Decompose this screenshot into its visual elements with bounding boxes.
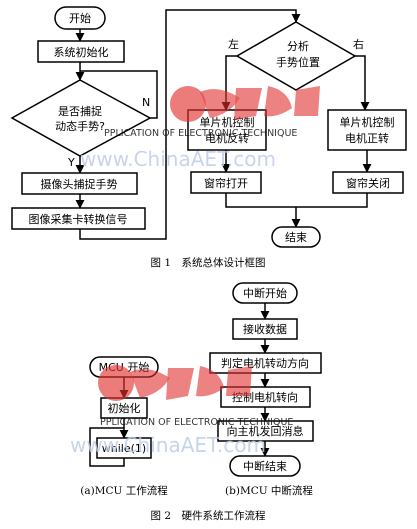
end-terminal (271, 226, 321, 248)
interrupt-end-terminal (229, 455, 301, 477)
analysis-label-1: 分析 (287, 39, 309, 53)
figure-2a: MCU 开始 初始化 while(1) (a)MCU 工作流程 (80, 356, 168, 497)
figure-1-caption: 图 1 系统总体设计框图 (150, 256, 265, 269)
watermark-url-bottom: www.ChinaAET.com (70, 433, 266, 457)
figure-2a-caption: (a)MCU 工作流程 (80, 484, 168, 497)
motor-reverse-box (187, 109, 267, 151)
mcu-init-label: 初始化 (108, 401, 141, 415)
yes-label: Y (67, 156, 75, 169)
motor-forward-label-1: 单片机控制 (340, 115, 395, 129)
convert-label: 图像采集卡转换信号 (29, 212, 128, 226)
watermark-bottom: PPLICATION OF ELECTRONIC TECHNIQUE www.C… (70, 365, 293, 457)
capture-label: 摄像头捕捉手势 (41, 177, 118, 191)
decision-label-2: 动态手势? (55, 119, 105, 133)
close-label: 窗帘关闭 (346, 176, 390, 190)
init-box (37, 40, 125, 63)
motor-reverse-label-2: 电机反转 (205, 131, 249, 145)
watermark-seal-icon (170, 86, 206, 122)
init-label: 系统初始化 (54, 45, 109, 59)
start-label: 开始 (69, 11, 91, 25)
interrupt-start-label: 中断开始 (243, 286, 287, 300)
figure-1: 开始 系统初始化 是否捕捉 动态手势? N Y 摄像头捕捉手势 图像采集卡转换信… (10, 6, 407, 269)
right-label: 右 (353, 37, 364, 51)
interrupt-end-label: 中断结束 (243, 459, 287, 473)
watermark-seal-icon-2 (98, 365, 134, 401)
report-label: 向主机发回消息 (227, 424, 304, 438)
analysis-label-2: 手势位置 (276, 55, 320, 69)
watermark-url-top: www.ChinaAET.com (80, 147, 276, 171)
motor-forward-box (327, 109, 407, 151)
judge-label: 判定电机转动方向 (221, 356, 309, 370)
capture-decision (10, 79, 152, 157)
end-label: 结束 (285, 231, 307, 244)
watermark-english-top: PPLICATION OF ELECTRONIC TECHNIQUE (104, 128, 297, 139)
convert-box (11, 207, 146, 230)
close-box (332, 171, 404, 194)
left-label: 左 (228, 38, 239, 51)
decision-label-1: 是否捕捉 (58, 104, 102, 118)
figure-2-caption: 图 2 硬件系统工作流程 (150, 509, 266, 522)
loop-label: while(1) (102, 442, 146, 455)
watermark-top: PPLICATION OF ELECTRONIC TECHNIQUE www.C… (80, 86, 320, 171)
motor-forward-label-2: 电机正转 (345, 131, 389, 145)
open-label: 窗帘打开 (204, 176, 248, 190)
receive-label: 接收数据 (243, 322, 287, 336)
watermark-english-bottom: PPLICATION OF ELECTRONIC TECHNIQUE (100, 417, 293, 428)
figure-2b-caption: (b)MCU 中断流程 (225, 484, 313, 497)
no-label: N (142, 96, 150, 109)
